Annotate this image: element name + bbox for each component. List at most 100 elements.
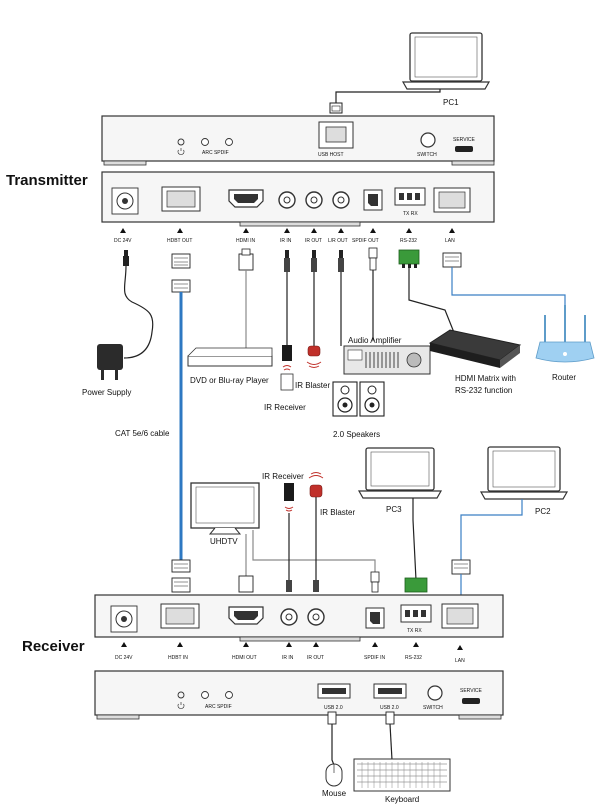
tx-ir-out-plug-icon xyxy=(311,250,317,272)
rx-lan-plug-icon xyxy=(451,559,471,575)
transmitter-label: Transmitter xyxy=(6,172,88,189)
tx-switch-label: SWITCH xyxy=(417,152,437,158)
tx-port-hdbt-label: HDBT OUT xyxy=(167,238,192,244)
rx-lan-port xyxy=(441,603,479,629)
keyboard-label: Keyboard xyxy=(385,795,419,804)
speakers-label: 2.0 Speakers xyxy=(333,430,380,439)
tx-port-lan-label: LAN xyxy=(445,238,455,244)
tx-lr-plug-icon xyxy=(338,250,344,272)
rx-service-port xyxy=(462,698,480,704)
keyboard-icon xyxy=(353,758,451,792)
tx-port-dc-label: DC 24V xyxy=(114,238,132,244)
tx-dc-port xyxy=(111,187,139,215)
rx-ir-plugs-icon xyxy=(286,580,319,592)
tx-port-ir-out-label: IR OUT xyxy=(305,238,322,244)
pc1-label: PC1 xyxy=(443,98,459,107)
rx-power-icon xyxy=(177,691,185,709)
rx-port-hdbt-label: HDBT IN xyxy=(168,655,188,661)
pc2-laptop xyxy=(479,446,569,500)
tx-rs232-plug-icon xyxy=(398,249,420,268)
tx-lan-plug-icon xyxy=(442,252,462,268)
uhdtv-label: UHDTV xyxy=(210,537,238,546)
rx-usb1-port xyxy=(317,683,351,699)
tx-ir-blaster-label: IR Blaster xyxy=(295,381,330,390)
rx-port-ir-in-label: IR IN xyxy=(282,655,294,661)
lan-cable-tx xyxy=(451,267,566,340)
hdmi-matrix-icon xyxy=(428,329,522,368)
power-cable xyxy=(123,265,154,359)
rx-ir-blaster-label: IR Blaster xyxy=(320,508,355,517)
pc2-label: PC2 xyxy=(535,507,551,516)
tx-port-ir-in-label: IR IN xyxy=(280,238,292,244)
rx-port-ir-out-label: IR OUT xyxy=(307,655,324,661)
tx-port-arrows xyxy=(120,228,455,233)
mouse-label: Mouse xyxy=(322,789,347,798)
tx-usb-host-label: USB HOST xyxy=(318,152,344,158)
pc3-laptop xyxy=(357,447,443,499)
rx-hdbt-plug-icon xyxy=(171,559,191,593)
rs232-cable-rx xyxy=(412,498,417,581)
power-adapter-icon xyxy=(97,344,123,380)
router-label: Router xyxy=(552,373,576,382)
dvd-label: DVD or Blu-ray Player xyxy=(190,376,269,385)
rx-spdif-port xyxy=(365,607,385,629)
rx-hdmi-plug-icon xyxy=(238,575,254,593)
arc-led xyxy=(201,138,209,146)
power-supply-label: Power Supply xyxy=(82,388,131,397)
router-icon xyxy=(535,305,595,363)
tx-lan-port xyxy=(433,187,471,213)
tx-port-lr-out-label: L/R OUT xyxy=(328,238,348,244)
rx-usb2-label: USB 2.0 xyxy=(380,705,399,711)
tx-ir-receiver-label: IR Receiver xyxy=(264,403,306,412)
rx-hdmi-port xyxy=(228,606,264,625)
power-icon xyxy=(177,138,185,155)
rx-ir-in-jack xyxy=(280,608,298,626)
rx-port-hdmi-label: HDMI OUT xyxy=(232,655,257,661)
rx-arc-spdif-label: ARC SPDIF xyxy=(205,704,232,710)
rx-hdbt-port xyxy=(160,603,200,629)
usb-b-plug-icon xyxy=(329,102,343,114)
rx-ir-receiver-icon xyxy=(284,483,294,512)
tx-ir-out-jack xyxy=(305,191,323,209)
mouse-icon xyxy=(325,763,343,787)
tx-spdif-port xyxy=(363,189,383,211)
tx-ir-in-plug-icon xyxy=(284,250,290,272)
tx-txrx-label: TX RX xyxy=(403,211,418,217)
rx-dc-port xyxy=(110,605,138,633)
hdmi-spdif-route xyxy=(252,530,376,572)
cat-cable-label: CAT 5e/6 cable xyxy=(115,429,170,438)
rx-rs232-port xyxy=(400,604,432,623)
tx-switch-button xyxy=(420,132,436,148)
tx-port-rs232-label: RS-232 xyxy=(400,238,417,244)
uhdtv-icon xyxy=(190,482,260,535)
tx-ir-in-jack xyxy=(278,191,296,209)
rs232-cable-tx xyxy=(408,268,456,336)
tx-port-hdmi-label: HDMI IN xyxy=(236,238,256,244)
tx-port-spdif-label: SPDIF OUT xyxy=(352,238,379,244)
usb-cable-pc1 xyxy=(335,89,441,108)
ir-receiver-body-icon xyxy=(280,373,294,391)
speakers-icon xyxy=(332,381,385,417)
tx-hdmi-plug-icon xyxy=(238,248,254,271)
rx-spdif-plug-icon xyxy=(370,571,380,593)
usb-host-port xyxy=(318,121,354,149)
ir-receiver-icon xyxy=(282,345,292,371)
pc3-label: PC3 xyxy=(386,505,402,514)
tx-hdbt-plug-icon xyxy=(171,253,191,293)
rx-service-label: SERVICE xyxy=(460,688,483,694)
rx-spdif-led xyxy=(225,691,233,699)
tx-service-label: SERVICE xyxy=(453,137,476,143)
audio-amplifier-icon xyxy=(343,345,431,375)
rx-ir-blaster-icon xyxy=(308,472,324,498)
tx-spdif-plug-icon xyxy=(368,247,378,271)
rx-port-spdif-label: SPDIF IN xyxy=(364,655,386,661)
audio-amplifier-label: Audio Amplifier xyxy=(348,336,402,345)
dc-plug-icon xyxy=(123,250,129,266)
rx-ir-out-jack xyxy=(307,608,325,626)
tx-hdmi-port xyxy=(228,189,264,208)
tx-arc-spdif-label: ARC SPDIF xyxy=(202,150,229,156)
rx-usb2-port xyxy=(373,683,407,699)
rx-arc-led xyxy=(201,691,209,699)
tx-lr-out-jack xyxy=(332,191,350,209)
